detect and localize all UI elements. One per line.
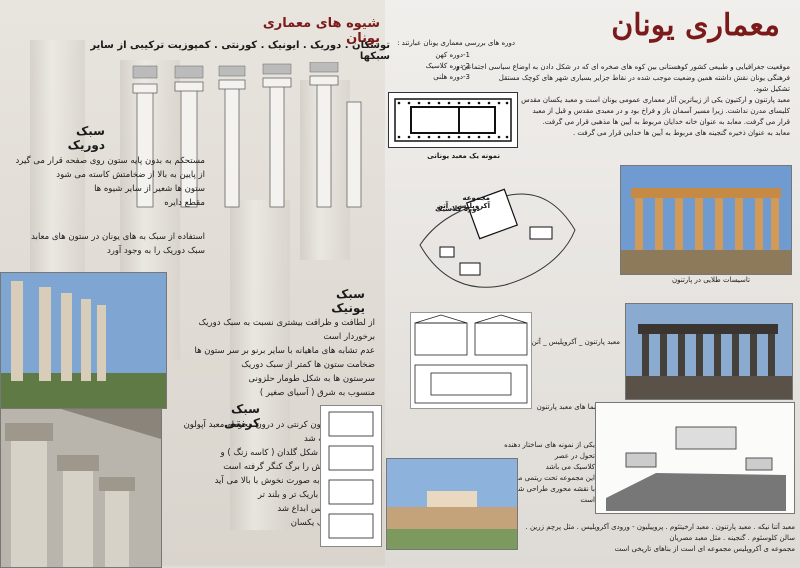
ionic-line: عدم تشابه های ماهیانه با سایر برنو بر سر…	[194, 346, 375, 356]
ionic-line: سرستون ها به شکل طومار حلزونی	[248, 374, 375, 384]
footer-caption: معبد آتنا نیکه . معبد پارتنون . معبد ارخ…	[520, 522, 795, 555]
footer-line: مجموعه ی آکروپلیس مجموعه ای است از بناها…	[614, 545, 795, 553]
acropolis-site-plan	[410, 175, 580, 305]
caption-line: این مجموعه تحت ریتمی موزون	[503, 474, 595, 482]
column-orders-illustration	[125, 62, 370, 212]
ionic-line: منسوب به شرق ( آسیای صغیر )	[259, 388, 375, 398]
doric-line: ستون ها شعیر از سایر شیوه ها	[94, 184, 205, 194]
doric-extra-line: استفاده از سبک به های یونان در ستون های …	[31, 232, 205, 242]
caption-line: یکی از نمونه های ساختار دهنده تحول در عص…	[504, 441, 595, 460]
orders-line: توسکان . دوریک . ایونیک . کورنتی . کمپوز…	[90, 40, 390, 62]
plan-note-item: 2-دوره کلاسیک	[425, 62, 470, 70]
tholos-photo	[620, 165, 792, 275]
doric-heading: سبک دوریک	[67, 124, 105, 152]
plan-notes-list: 1-دوره کهن 2-دوره کلاسیک 3-دوره هلنی	[420, 50, 470, 83]
acropolis-caption-2: دوره کلاسیک	[435, 205, 480, 213]
doric-line: مستحکم به بدون پایه ستون روی صفحه قرار م…	[15, 156, 205, 166]
intro-line: تشکیل شود.	[753, 85, 790, 93]
corinthian-heading: سبک کرنتی	[224, 402, 260, 430]
ionic-line: از لطافت و ظرافت بیشتری نسبت به سبک دوری…	[198, 318, 375, 342]
doric-line: مقطع دایره	[164, 198, 205, 208]
corinthian-line: سر ستون ها به شکل گلدان ( کاسه زنگ ) و	[220, 448, 375, 458]
intro-text: موقعیت جغرافیایی و طبیعی کشور کوهستانی ب…	[390, 62, 790, 139]
plan-caption: نمونه یک معبد یونانی	[427, 152, 500, 160]
doric-temple-photo	[0, 272, 167, 409]
corinthian-line: به آن که اطرافش را برگ کنگر گرفته است	[223, 462, 375, 472]
doric-text: مستحکم به بدون پایه ستون روی صفحه قرار م…	[5, 154, 205, 210]
parthenon-elevations	[410, 312, 532, 409]
parthenon-photo	[625, 303, 793, 400]
corinthian-line: نخستین سر ستون کرنتی در درون محوطه معبد …	[183, 420, 375, 430]
acropolis-left-caption: یکی از نمونه های ساختار دهنده تحول در عص…	[500, 440, 595, 506]
ionic-heading: سبک یونیک	[331, 287, 365, 315]
corinthian-capitals-drawing	[320, 405, 382, 547]
intro-line: معابد به عنوان ذخیره گنجینه های مربوط به…	[572, 129, 790, 137]
page-title: معماری یونان	[611, 8, 780, 43]
acropolis-reconstruction	[595, 402, 795, 514]
temple-plan-drawing	[388, 92, 518, 148]
doric-extra-line: سبک دوریک را به وجود آورد	[106, 246, 205, 256]
page-subtitle: شیوه های معماری یونان	[262, 16, 380, 46]
intro-line: کلیسای مدرن نداشت. زیرا مسیر آسمان باز و…	[532, 107, 790, 115]
plan-note-item: 1-دوره کهن	[435, 51, 470, 59]
ionic-line: ضخامت ستون ها کمتر از سبک دوریک	[241, 360, 375, 370]
tholos-caption: تاسیسات طلایی در پارتنون	[671, 276, 750, 284]
intro-line: فرهنگی یونان نقش داشته همین وضعیت موجب ش…	[498, 74, 790, 82]
doric-extra-text: استفاده از سبک به های یونان در ستون های …	[5, 230, 205, 258]
ionic-text: از لطافت و ظرافت بیشتری نسبت به سبک دوری…	[165, 316, 375, 400]
plan-notes-title: دوره های بررسی معماری یونان عبارتند :	[397, 39, 515, 47]
intro-line: موقعیت جغرافیایی و طبیعی کشور کوهستانی ب…	[456, 63, 790, 71]
plan-note-item: 3-دوره هلنی	[433, 73, 470, 81]
caption-line: کلاسیک می باشد	[545, 463, 595, 471]
parthenon-caption: معبد پارتنون _ آکروپلیس _ آتن	[531, 338, 620, 346]
caption-line: با نقشه محوری طراحی شده است	[511, 485, 595, 504]
acropolis-caption-1: مجموعه آکروپلیس _ آتن	[436, 194, 490, 210]
intro-line: قرار می گرفت. معابد به عنوان خانه خدایان…	[542, 118, 790, 126]
plan-notes: دوره های بررسی معماری یونان عبارتند :	[395, 38, 515, 49]
footer-line: معبد آتنا نیکه . معبد پارتنون . معبد ارخ…	[525, 523, 795, 542]
corinthian-column-photo	[0, 408, 162, 568]
corinthian-line: از ستون دوریک باریک تر و بلند تر	[257, 490, 375, 500]
doric-line: از پایین به بالا از ضخامتش کاسته می شود	[56, 170, 205, 180]
corinthian-line: قطر این ستون به صورت نخوش با بالا می آید	[214, 476, 375, 486]
erechtheion-caption: پلان و نما های معبد پارتنون	[536, 403, 615, 411]
acropolis-photo	[386, 458, 518, 550]
background-column	[230, 200, 290, 530]
intro-line: معبد پارتنون و ارکتیون یکی از زیباترین آ…	[521, 96, 790, 104]
